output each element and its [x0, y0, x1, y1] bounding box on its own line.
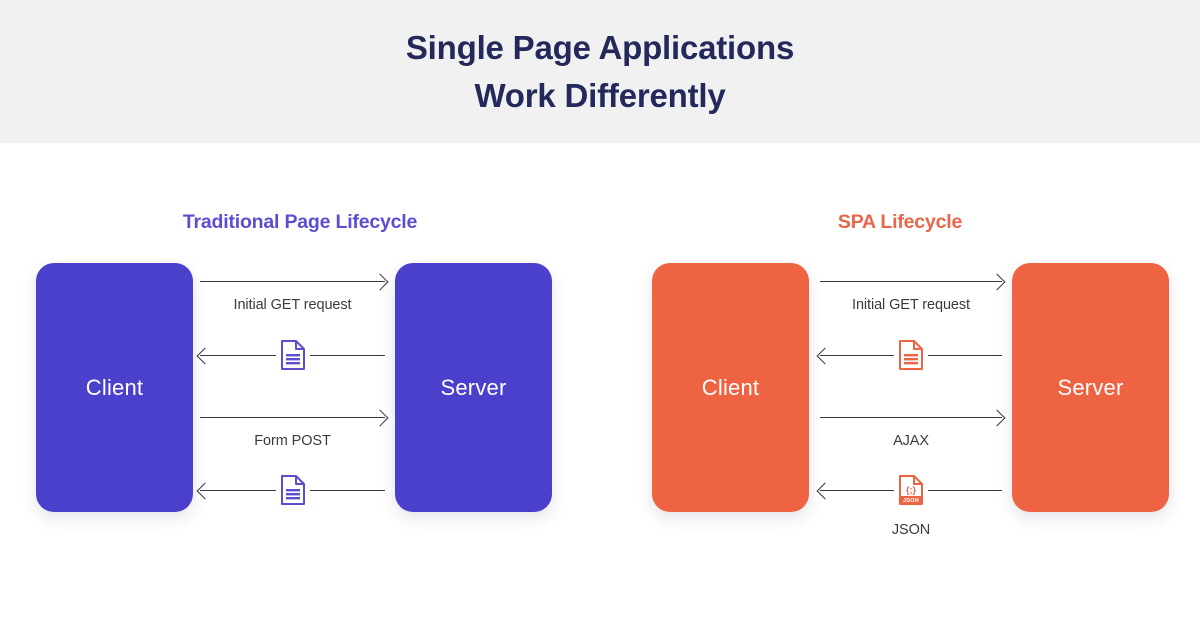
flow-line	[200, 281, 385, 283]
panel-traditional-title: Traditional Page Lifecycle	[182, 211, 418, 233]
spa-flow-group: Initial GET request	[816, 263, 1006, 538]
document-icon	[894, 335, 928, 375]
arrow-right-icon	[988, 273, 1006, 290]
traditional-client-box: Client	[36, 263, 193, 512]
spa-client-label: Client	[701, 374, 760, 400]
svg-text:JSON: JSON	[903, 498, 919, 504]
spa-client-box: Client	[652, 263, 809, 512]
spa-flow-1-label: Initial GET request	[852, 297, 970, 313]
spa-flow-3-label: AJAX	[893, 433, 929, 449]
arrow-right-icon	[988, 409, 1006, 426]
diagram-board: Traditional Page Lifecycle Client Server…	[0, 143, 1200, 630]
traditional-client-label: Client	[85, 374, 144, 400]
json-file-icon: {;} JSON	[894, 470, 928, 510]
page-title: Single Page Applications Work Differentl…	[406, 24, 794, 120]
traditional-flow-1-label: Initial GET request	[233, 297, 352, 313]
header-banner: Single Page Applications Work Differentl…	[0, 0, 1200, 143]
traditional-flow-group: Initial GET request	[196, 263, 389, 512]
arrow-right-icon	[371, 409, 389, 426]
flow-line	[820, 281, 1002, 283]
traditional-server-label: Server	[440, 374, 507, 400]
spa-server-box: Server	[1012, 263, 1169, 512]
arrow-left-icon	[816, 482, 834, 499]
arrow-left-icon	[196, 347, 214, 364]
arrow-left-icon	[196, 482, 214, 499]
svg-text:{;}: {;}	[906, 485, 916, 495]
flow-line	[200, 417, 385, 419]
panel-spa-title: SPA Lifecycle	[837, 211, 963, 233]
arrow-left-icon	[816, 347, 834, 364]
flow-line	[820, 417, 1002, 419]
spa-flow-4-label: JSON	[891, 522, 931, 538]
traditional-flow-3-label: Form POST	[254, 433, 331, 449]
spa-server-label: Server	[1057, 374, 1124, 400]
arrow-right-icon	[371, 273, 389, 290]
panel-traditional-lifecycle: Traditional Page Lifecycle Client Server…	[0, 143, 600, 630]
document-icon	[275, 335, 310, 375]
panel-spa-lifecycle: SPA Lifecycle Client Server Initial GET …	[600, 143, 1200, 630]
page-title-line-2: Work Differently	[474, 76, 726, 114]
traditional-server-box: Server	[395, 263, 552, 512]
page-title-line-1: Single Page Applications	[405, 28, 795, 66]
document-icon	[275, 470, 310, 510]
